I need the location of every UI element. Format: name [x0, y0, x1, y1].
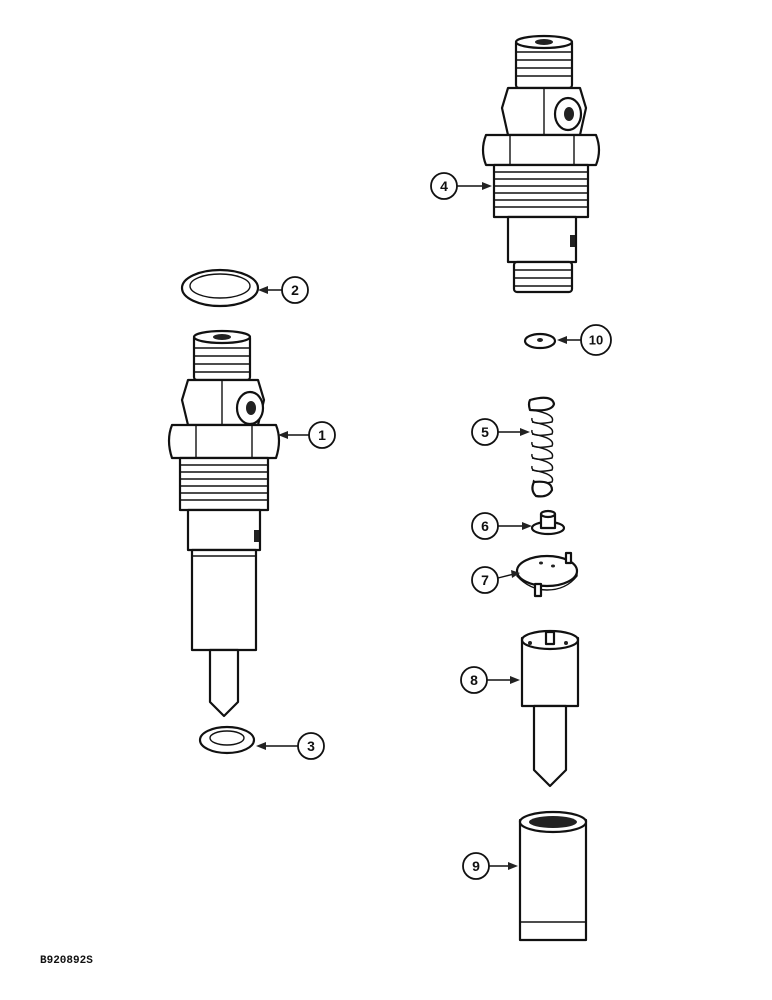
- callout-6-label: 6: [481, 518, 489, 534]
- callout-1: 1: [308, 421, 336, 449]
- part-7-intermediate-plate: [515, 551, 579, 598]
- callout-10: 10: [580, 324, 612, 356]
- callout-2-label: 2: [291, 282, 299, 298]
- callout-9: 9: [462, 852, 490, 880]
- callout-5-label: 5: [481, 424, 489, 440]
- callout-7-label: 7: [481, 572, 489, 588]
- callout-10-label: 10: [589, 333, 603, 348]
- callout-9-label: 9: [472, 858, 480, 874]
- part-8-nozzle: [520, 629, 580, 788]
- callout-7: 7: [471, 566, 499, 594]
- part-3-copper-washer: [198, 725, 256, 755]
- part-10-shim: [523, 332, 557, 350]
- figure-code: B920892S: [40, 955, 93, 967]
- callout-2: 2: [281, 276, 309, 304]
- callout-3: 3: [297, 732, 325, 760]
- callout-4: 4: [430, 172, 458, 200]
- part-2-sealing-ring: [180, 268, 260, 308]
- part-9-nozzle-nut: [518, 810, 588, 942]
- leader-lines: [256, 182, 581, 870]
- callout-1-label: 1: [318, 427, 326, 443]
- callout-8-label: 8: [470, 672, 478, 688]
- part-1-injector-assembly: [167, 329, 281, 718]
- callout-4-label: 4: [440, 178, 448, 194]
- part-6-spring-seat: [530, 509, 566, 536]
- callout-8: 8: [460, 666, 488, 694]
- part-5-pressure-spring: [527, 396, 556, 498]
- callout-5: 5: [471, 418, 499, 446]
- callout-6: 6: [471, 512, 499, 540]
- callout-3-label: 3: [307, 738, 315, 754]
- part-4-nozzle-holder: [481, 34, 601, 294]
